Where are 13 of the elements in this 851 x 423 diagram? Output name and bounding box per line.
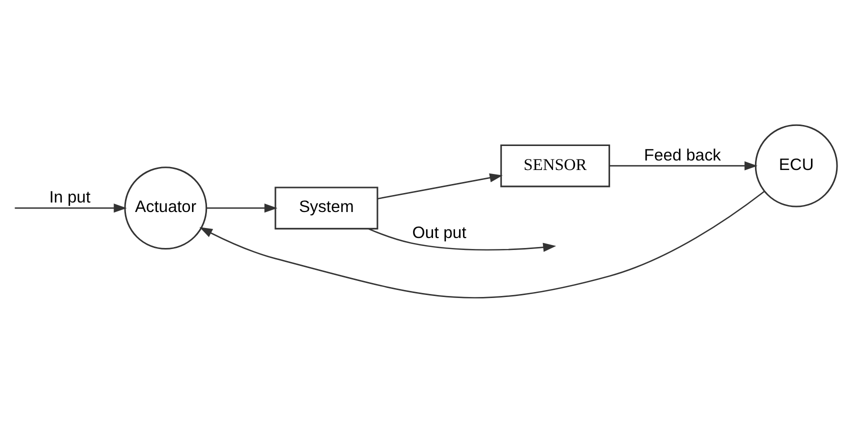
node-circle: ECU <box>754 124 838 208</box>
arrow <box>14 204 127 213</box>
arrow <box>206 204 278 213</box>
edge-label: Out put <box>412 224 466 242</box>
edge-label: Feed back <box>644 146 721 164</box>
arrow <box>610 161 758 170</box>
node-box: System <box>274 186 378 230</box>
arrow <box>368 228 556 252</box>
node-box: SENSOR <box>500 144 610 188</box>
arrow <box>377 173 503 200</box>
edge-label: In put <box>49 188 90 207</box>
node-circle: Actuator <box>124 166 208 250</box>
arrow <box>199 190 765 298</box>
